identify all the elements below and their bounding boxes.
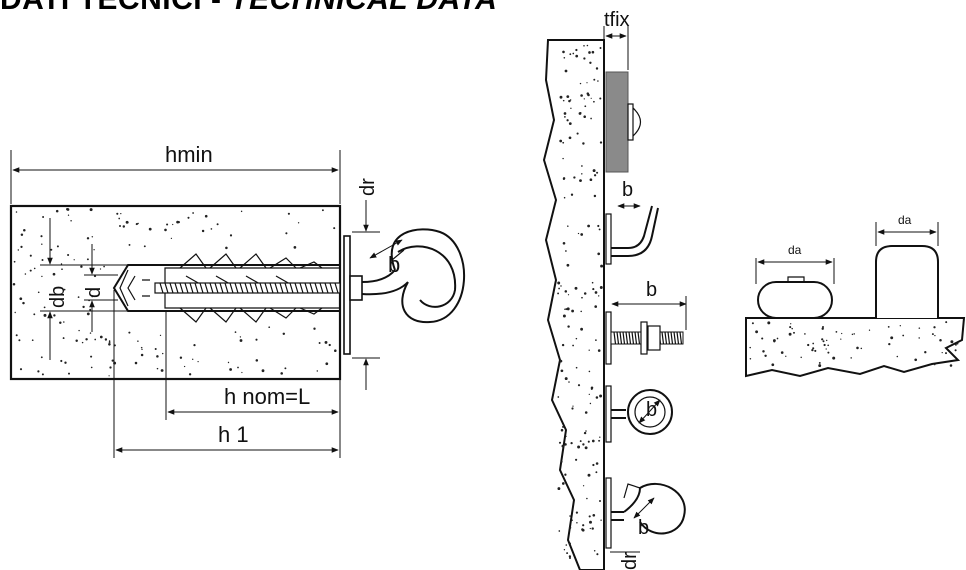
wall-fixture-variants: tfix b b b b dr: [542, 9, 687, 570]
title-italian: DATI TECNICI: [0, 0, 202, 16]
open-hook: [361, 228, 466, 324]
hook-collar: [349, 275, 363, 301]
h1-label: h 1: [218, 422, 249, 447]
plug-tip: [119, 269, 150, 307]
anchor-cross-section: hmin b dr db: [9, 142, 466, 458]
open-hook-small-tip: [623, 483, 641, 499]
fixture-plate: [605, 71, 629, 173]
rod-washer: [640, 321, 648, 355]
da-label-round: da: [788, 243, 802, 257]
plate-open-hook: [605, 477, 612, 549]
eye-hook-ring-inner: [634, 396, 666, 428]
title-separator: -: [202, 0, 230, 16]
b-label-angle-hook: b: [622, 179, 633, 201]
plate-threaded-rod: [605, 311, 612, 365]
angle-hook-icon: [611, 205, 659, 257]
eye-hook-ring: [627, 389, 673, 435]
screw-washer: [627, 103, 634, 141]
da-label-tall: da: [898, 213, 912, 227]
head-diameter-examples: da da: [745, 213, 966, 378]
plug-teeth-bottom: [179, 307, 323, 323]
title-english: TECHNICAL DATA: [230, 0, 497, 16]
b-label-open-hook: b: [638, 517, 649, 539]
tall-head: [875, 245, 939, 318]
tfix-label: tfix: [604, 9, 630, 31]
plug-teeth-top: [179, 253, 323, 269]
plate-angle-hook: [605, 213, 612, 265]
d-label: d: [83, 287, 105, 298]
db-label: db: [47, 286, 69, 308]
screw-head: [632, 107, 642, 137]
rod-nut: [647, 325, 661, 351]
page-title: DATI TECNICI - TECHNICAL DATA: [0, 0, 497, 17]
concrete-slab: [745, 317, 966, 378]
open-hook-inner: [397, 245, 457, 308]
wall-texture: [557, 44, 604, 560]
b-label: b: [388, 252, 400, 277]
hmin-label: hmin: [165, 142, 213, 167]
screw-thread: [159, 282, 339, 294]
drill-hole: [112, 264, 340, 312]
concrete-texture: [12, 208, 337, 377]
eye-hook-shank: [611, 409, 626, 419]
wall-section: [542, 39, 605, 570]
hnom-label: h nom=L: [224, 384, 310, 409]
dr-label-wall: dr: [619, 552, 641, 570]
washer-plate: [343, 235, 351, 355]
plate-eye-hook: [605, 385, 612, 443]
b-label-eye-hook: b: [646, 399, 657, 421]
round-head: [757, 281, 833, 319]
dr-label: dr: [357, 178, 379, 196]
b-dimension-line: [369, 239, 403, 259]
slab-texture: [749, 321, 959, 368]
b-label-threaded-rod: b: [646, 279, 657, 301]
round-head-top: [787, 276, 805, 282]
